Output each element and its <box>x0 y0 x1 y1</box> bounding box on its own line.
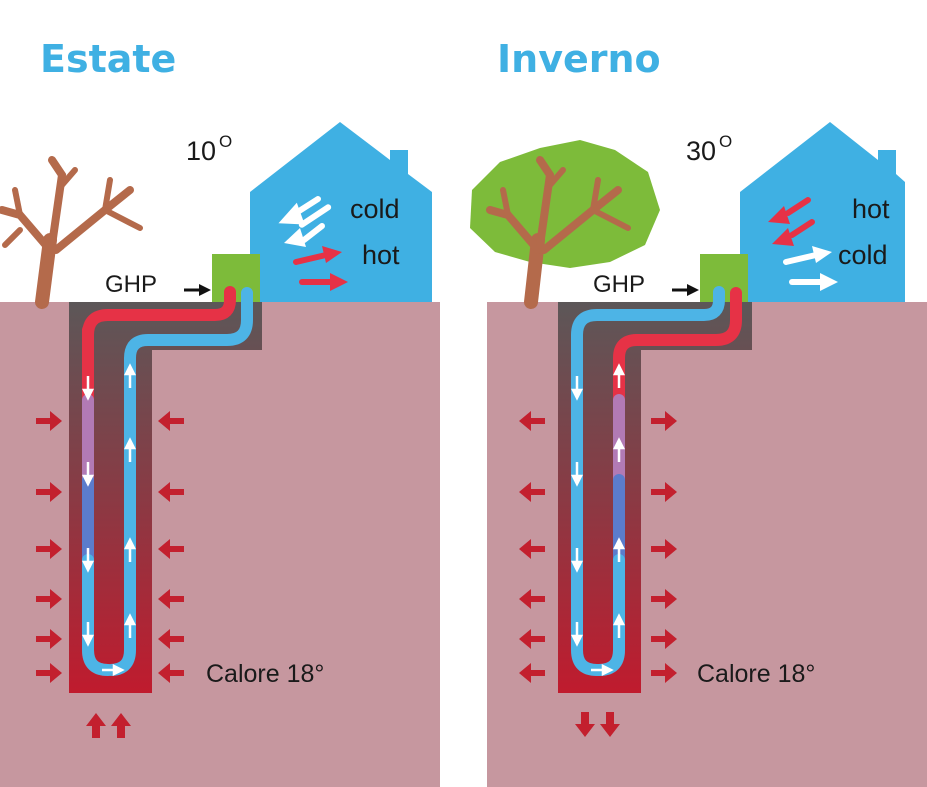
panel-title: Estate <box>40 37 176 81</box>
bottom-up-arrows <box>86 713 131 738</box>
borehole <box>69 302 262 693</box>
panel-estate: Estate 10 O <box>0 37 440 787</box>
bottom-down-arrows <box>575 712 620 737</box>
soil-area <box>487 302 927 787</box>
house-top-label: cold <box>350 194 400 224</box>
calore-label: Calore 18° <box>697 660 815 688</box>
ground-heat-arrows <box>519 411 677 683</box>
house-top-label: hot <box>852 194 890 224</box>
panel-inverno: Inverno 30 O <box>470 37 927 787</box>
temperature-degree: O <box>219 132 232 151</box>
red-arrow-icon <box>293 246 348 291</box>
outdoor-temperature: 10 O <box>186 132 232 166</box>
white-arrow-icon <box>278 196 332 247</box>
ghp-label: GHP <box>105 271 157 298</box>
house-icon <box>250 122 432 302</box>
flow-arrows <box>570 363 626 677</box>
white-arrow-icon <box>783 246 838 291</box>
outdoor-temperature: 30 O <box>686 132 732 166</box>
ground-heat-arrows <box>36 411 184 683</box>
temperature-degree: O <box>719 132 732 151</box>
flow-arrows <box>81 363 137 677</box>
house-bottom-label: cold <box>838 240 888 270</box>
ghp-label: GHP <box>593 271 645 298</box>
tree-bare-icon <box>0 156 143 309</box>
calore-label: Calore 18° <box>206 660 324 688</box>
red-arrow-icon <box>768 197 815 246</box>
borehole <box>558 302 752 693</box>
house-bottom-label: hot <box>362 240 400 270</box>
panel-title: Inverno <box>497 37 661 81</box>
house-icon <box>740 122 905 302</box>
tree-leafy-icon <box>470 140 660 309</box>
temperature-value: 10 <box>186 136 216 166</box>
temperature-value: 30 <box>686 136 716 166</box>
soil-area <box>0 302 440 787</box>
